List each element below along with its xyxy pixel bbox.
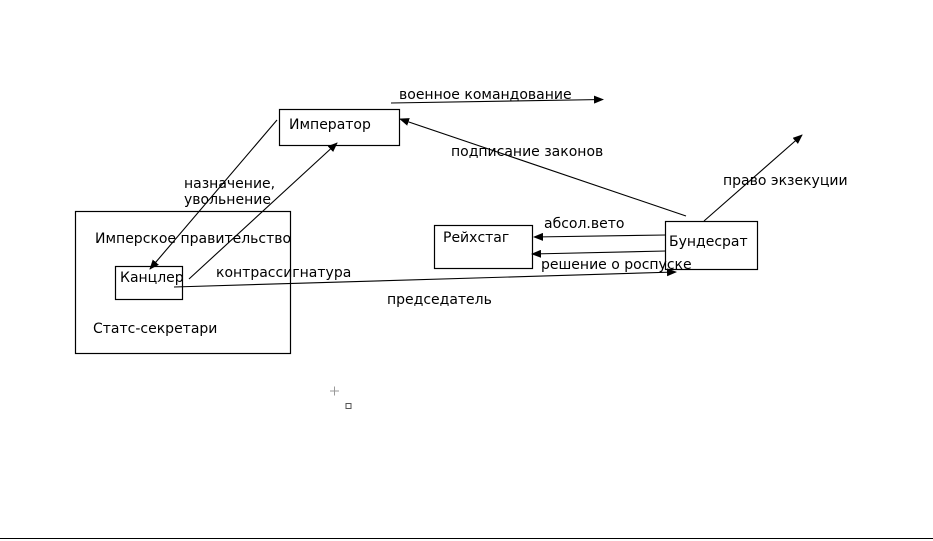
bundesrat-box — [664, 220, 759, 271]
absolute-veto-arrow — [533, 232, 667, 241]
appointment-arrow — [149, 119, 278, 270]
countersignature-label: контрассигнатура — [216, 265, 351, 281]
crosshair-cursor-icon — [330, 386, 339, 396]
reichstag-box — [433, 224, 534, 270]
chairman-label: председатель — [387, 292, 492, 308]
countersignature-arrow — [188, 142, 338, 280]
emperor-label: Император — [289, 117, 371, 133]
appointment-label-line2: увольнение — [184, 192, 271, 208]
chairman-arrow — [173, 268, 677, 288]
signing-laws-arrow — [399, 118, 687, 217]
military-command-label: военное командование — [399, 87, 572, 103]
absolute-veto-label: абсол.вето — [544, 216, 624, 232]
appointment-label-line1: назначение, — [184, 176, 275, 192]
execution-right-arrow — [703, 134, 803, 222]
chancellor-box — [114, 265, 184, 301]
bottom-divider — [0, 538, 933, 539]
small-handle-icon — [345, 403, 352, 409]
reichstag-label: Рейхстаг — [443, 230, 509, 246]
government-label: Имперское правительство — [95, 231, 291, 247]
secretaries-label: Статс-секретари — [93, 321, 217, 337]
dissolution-label: решение о роспуске — [541, 257, 692, 273]
signing-laws-label: подписание законов — [451, 144, 603, 160]
execution-right-label: право экзекуции — [723, 173, 848, 189]
bundesrat-label: Бундесрат — [669, 234, 748, 250]
emperor-box — [278, 108, 401, 147]
military-command-arrow — [390, 95, 604, 104]
chancellor-label: Канцлер — [120, 270, 184, 286]
dissolution-arrow — [531, 249, 667, 258]
